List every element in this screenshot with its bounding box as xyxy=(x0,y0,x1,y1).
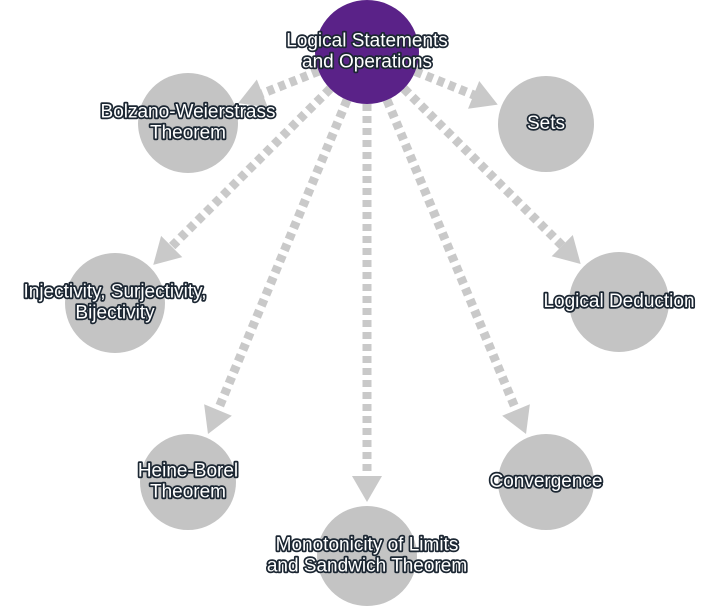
node-label: Logical Statements xyxy=(286,31,448,52)
edge-line xyxy=(400,85,567,251)
node-convergence[interactable]: Convergence xyxy=(488,434,604,530)
edge-line xyxy=(258,66,321,99)
node-label: and Sandwich Theorem xyxy=(267,556,467,577)
node-circle[interactable] xyxy=(315,0,419,104)
node-circle[interactable] xyxy=(317,506,417,606)
node-circle[interactable] xyxy=(498,76,594,172)
node-label: Theorem xyxy=(150,482,226,503)
edge-injectivity xyxy=(153,85,334,265)
node-logical-deduction[interactable]: Logical Deduction xyxy=(542,252,696,352)
edge-bolzano-weierstrass xyxy=(238,66,321,108)
node-label: Monotonicity of Limits xyxy=(276,535,459,556)
arrowhead-icon xyxy=(352,476,382,502)
arrowhead-icon xyxy=(204,404,232,434)
node-label: Heine-Borel xyxy=(138,461,238,482)
arrowhead-icon xyxy=(238,79,268,108)
node-label: Injectivity, Surjectivity, xyxy=(23,282,206,303)
node-label: Theorem xyxy=(150,123,226,144)
node-circle[interactable] xyxy=(138,73,238,173)
node-label: Logical Deduction xyxy=(543,291,694,312)
node-sets[interactable]: Sets xyxy=(498,76,594,172)
arrowhead-icon xyxy=(551,235,581,264)
node-label: Bijectivity xyxy=(75,303,155,324)
node-label: Sets xyxy=(527,113,565,134)
edge-logical-deduction xyxy=(400,85,581,264)
node-label: and Operations xyxy=(302,52,432,73)
node-circle[interactable] xyxy=(498,434,594,530)
arrowhead-icon xyxy=(502,404,530,434)
node-circle[interactable] xyxy=(569,252,669,352)
node-injectivity[interactable]: Injectivity, Surjectivity,Bijectivity xyxy=(22,253,208,353)
node-circle[interactable] xyxy=(140,434,236,530)
edge-convergence xyxy=(382,98,530,434)
edge-line xyxy=(413,67,478,100)
node-circle[interactable] xyxy=(65,253,165,353)
arrowhead-icon xyxy=(468,80,498,109)
arrowhead-icon xyxy=(153,235,183,265)
node-label: Convergence xyxy=(489,471,602,492)
edge-sets xyxy=(413,67,498,109)
edge-line xyxy=(167,85,334,252)
edge-line xyxy=(213,98,352,414)
edge-heine-borel xyxy=(204,98,352,434)
edges-layer xyxy=(153,66,581,502)
edge-line xyxy=(382,98,521,414)
node-label: Bolzano-Weierstrass xyxy=(101,102,276,123)
edge-monotonicity xyxy=(352,104,382,502)
